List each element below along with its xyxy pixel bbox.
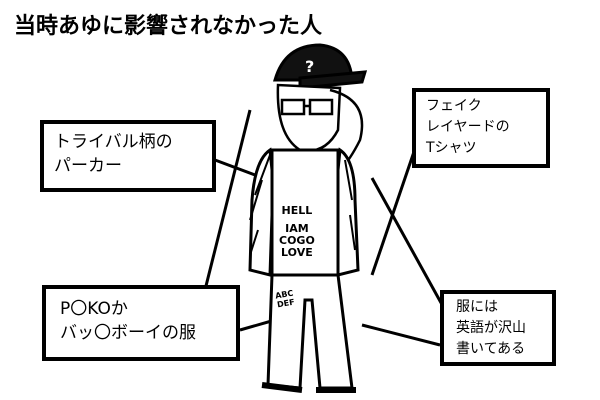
callout-text: 英語が沢山: [456, 320, 526, 336]
leader-line-english-pants: [361, 323, 441, 347]
pants-print: ABC DEF: [275, 289, 296, 310]
cap: ?: [273, 43, 368, 90]
leader-line-brand: [203, 109, 252, 291]
shirt-text-line: IAM: [285, 222, 309, 235]
callout-hoodie: トライバル柄の パーカー: [40, 120, 216, 192]
shirt-text-line: HELL: [281, 204, 313, 217]
pants: [261, 273, 356, 393]
callout-text: 書いてある: [456, 341, 526, 357]
leader-line-tshirt: [370, 139, 420, 276]
shirt-text-line: COGO: [279, 234, 315, 247]
callout-text: 服には: [456, 299, 498, 315]
glasses-left: [280, 98, 306, 116]
page-title: 当時あゆに影響されなかった人: [14, 14, 323, 39]
shirt-text-line: LOVE: [281, 246, 313, 259]
callout-text: パーカー: [54, 156, 122, 176]
leader-line-english: [370, 177, 447, 311]
shirt-print: HELL IAM COGO LOVE: [279, 205, 315, 259]
callout-text: トライバル柄の: [54, 132, 173, 152]
callout-tshirt: フェイク レイヤードの Tシャツ: [412, 88, 550, 168]
glasses-right: [308, 98, 334, 116]
jacket: [248, 147, 360, 277]
callout-text: Tシャツ: [426, 140, 477, 156]
callout-english: 服には 英語が沢山 書いてある: [440, 290, 556, 366]
callout-text: P〇KOか: [60, 299, 128, 319]
callout-text: フェイク: [426, 98, 482, 114]
callout-brand: P〇KOか バッ〇ボーイの服: [42, 285, 240, 361]
callout-text: バッ〇ボーイの服: [60, 323, 196, 343]
leader-lines: [203, 109, 447, 347]
callout-text: レイヤードの: [426, 119, 510, 135]
cap-mark: ?: [305, 57, 314, 76]
